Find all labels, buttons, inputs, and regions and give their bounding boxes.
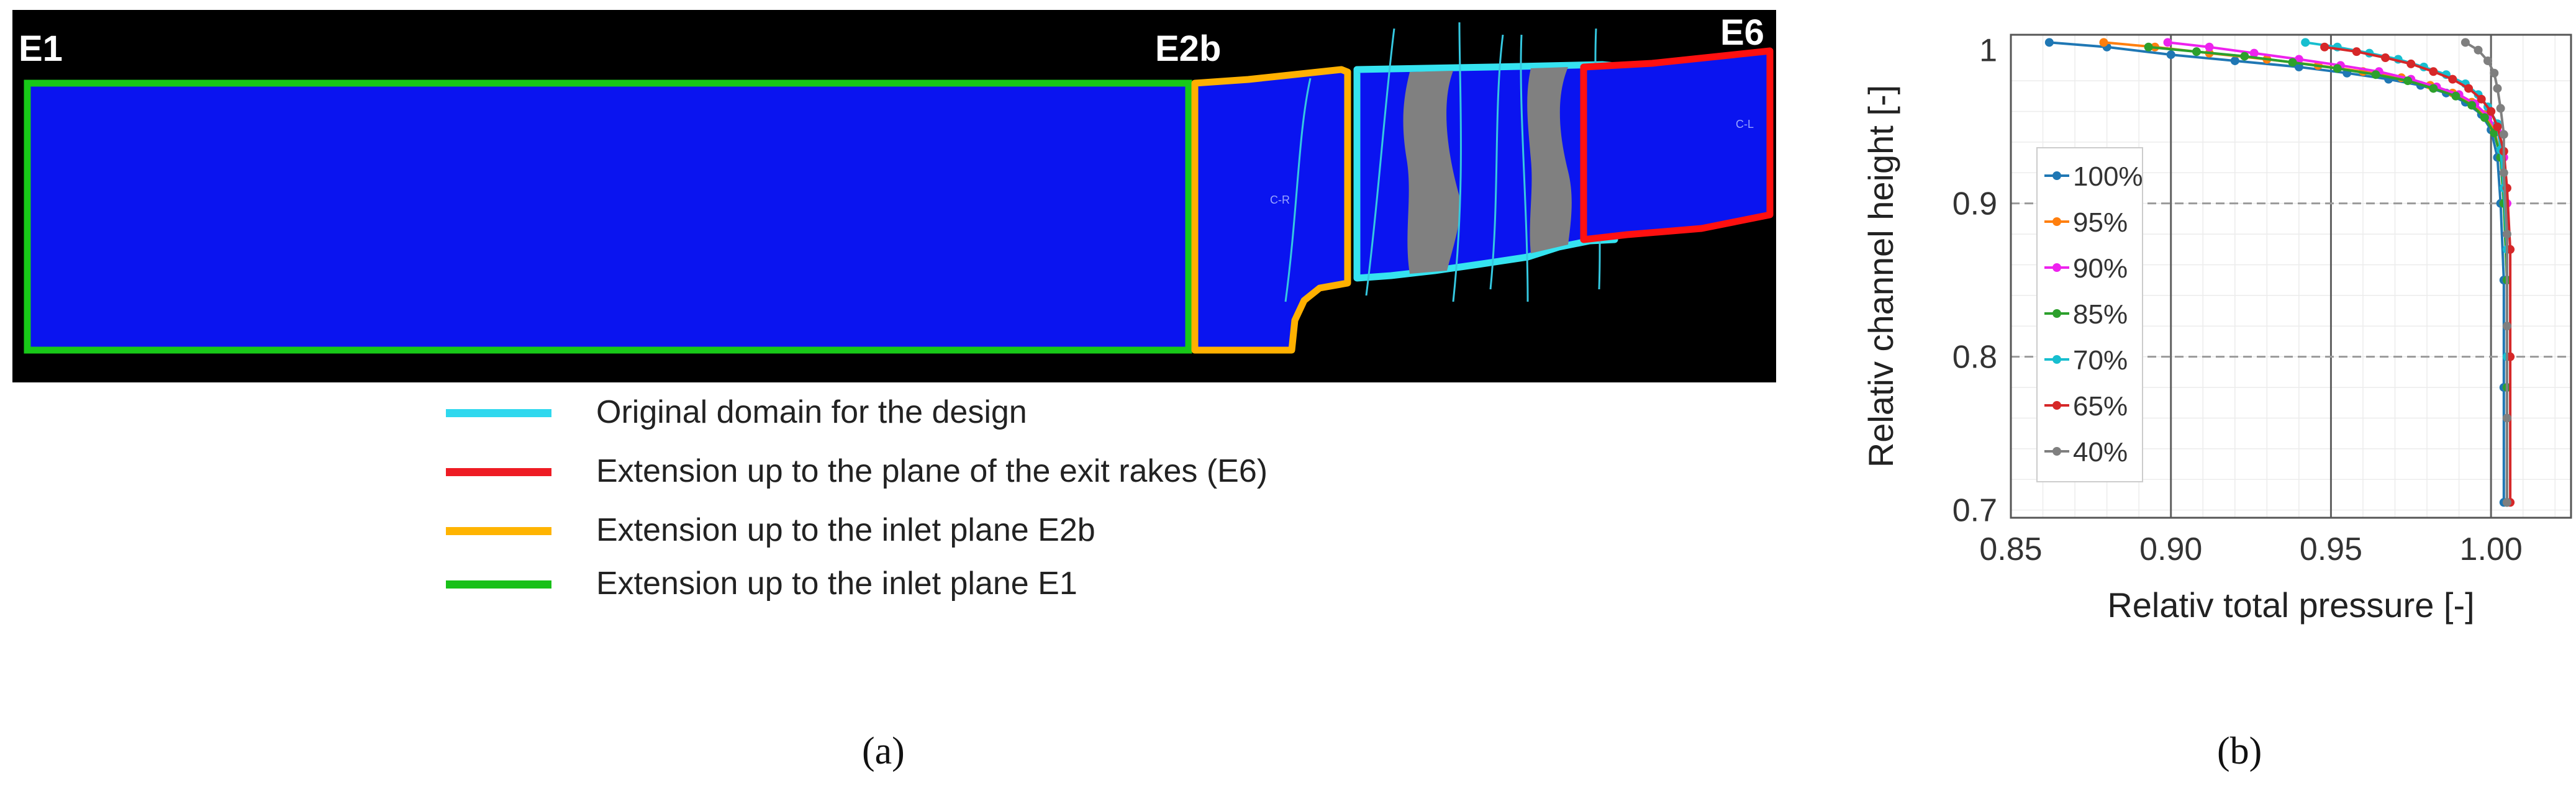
legend-label: 65% <box>2073 391 2128 422</box>
x-tick-label: 0.95 <box>2300 531 2362 567</box>
y-tick-label: 1 <box>1979 33 1997 69</box>
domain-diagram: E1 E2b E6 C-R C-L <box>12 10 1776 382</box>
e2b-extension-domain <box>1191 66 1351 354</box>
legend-label: 40% <box>2073 437 2128 467</box>
data-point <box>2205 42 2214 52</box>
data-point <box>2464 84 2474 93</box>
data-point <box>2477 94 2486 104</box>
data-point <box>2301 38 2310 47</box>
legend-marker <box>2052 447 2061 456</box>
legend-marker <box>2052 171 2061 180</box>
data-point <box>2499 130 2508 139</box>
legend-marker <box>2052 355 2061 364</box>
chart-legend: 100% 95% 90% 85% 70% 65% 40% <box>2036 147 2143 482</box>
data-point <box>2502 498 2511 507</box>
data-point <box>2493 122 2502 132</box>
data-point <box>2487 107 2496 116</box>
data-point <box>2490 68 2499 78</box>
data-point <box>2451 91 2460 101</box>
data-point <box>2371 70 2380 79</box>
plane-label-e1: E1 <box>19 29 63 69</box>
plot-frame <box>2010 34 2572 519</box>
x-tick-label: 1.00 <box>2460 531 2523 567</box>
stator-blade-shape <box>1527 67 1572 253</box>
x-axis-label: Relativ total pressure [-] <box>2107 585 2474 625</box>
chart-ticks: 0.85 0.90 0.95 1.00 0.7 0.8 0.9 1 <box>1952 33 2523 567</box>
interface-line-5 <box>1520 34 1529 302</box>
data-point <box>2480 113 2489 122</box>
data-point <box>2502 230 2511 239</box>
data-point <box>2499 168 2508 178</box>
legend-label: 100% <box>2073 161 2143 192</box>
data-point <box>2467 101 2477 110</box>
legend-marker <box>2052 309 2061 318</box>
interface-line-2 <box>1365 28 1395 296</box>
rotor-blade-shape <box>1403 71 1460 274</box>
x-tick-label: 0.85 <box>1979 531 2042 567</box>
y-tick-label: 0.9 <box>1952 186 1997 222</box>
data-point <box>2403 76 2413 86</box>
y-axis-label: Relativ channel height [-] <box>1861 85 1900 467</box>
y-tick-label: 0.8 <box>1952 340 1997 376</box>
data-point <box>2249 48 2259 58</box>
data-point <box>2493 84 2502 93</box>
plane-label-e6: E6 <box>1720 12 1764 53</box>
data-point <box>2381 53 2390 63</box>
data-point <box>2044 38 2054 47</box>
inner-label-cl: C-L <box>1736 118 1754 130</box>
data-point <box>2230 56 2239 65</box>
plane-label-e2b: E2b <box>1155 29 1221 69</box>
legend-label: 95% <box>2073 207 2128 238</box>
data-point <box>2166 50 2175 60</box>
data-point <box>2502 413 2511 423</box>
data-point <box>2496 104 2505 113</box>
data-point <box>2429 67 2438 76</box>
interface-line-4 <box>1489 34 1504 290</box>
data-point <box>2240 52 2249 61</box>
legend-marker <box>2052 217 2061 226</box>
e1-extension-domain <box>24 79 1192 354</box>
data-point <box>2429 84 2438 93</box>
legend-marker <box>2052 263 2061 272</box>
data-point <box>2406 59 2416 68</box>
data-point <box>2448 74 2457 84</box>
legend-label: 70% <box>2073 345 2128 376</box>
interface-line-3 <box>1452 22 1462 302</box>
data-point <box>2333 64 2342 73</box>
data-point <box>2460 38 2470 47</box>
data-point <box>2163 38 2172 47</box>
x-tick-label: 0.90 <box>2139 531 2202 567</box>
data-point <box>2320 42 2329 52</box>
data-point <box>2192 47 2201 56</box>
exit-extension-domain <box>1580 47 1774 243</box>
data-point <box>2483 56 2492 65</box>
data-point <box>2474 45 2483 55</box>
data-point <box>2288 58 2297 67</box>
y-tick-label: 0.7 <box>1952 493 1997 529</box>
legend-label: 90% <box>2073 253 2128 284</box>
data-point <box>2502 322 2511 331</box>
data-point <box>2144 42 2153 52</box>
caption-b: (b) <box>2217 730 2262 772</box>
data-point <box>2099 38 2108 47</box>
data-point <box>2352 47 2361 56</box>
caption-a: (a) <box>862 730 905 772</box>
legend-marker <box>2052 401 2061 410</box>
chart-series <box>2044 38 2515 507</box>
interface-line-1 <box>1284 78 1312 302</box>
legend-label: 85% <box>2073 299 2128 330</box>
inner-label-cr: C-R <box>1270 194 1290 206</box>
